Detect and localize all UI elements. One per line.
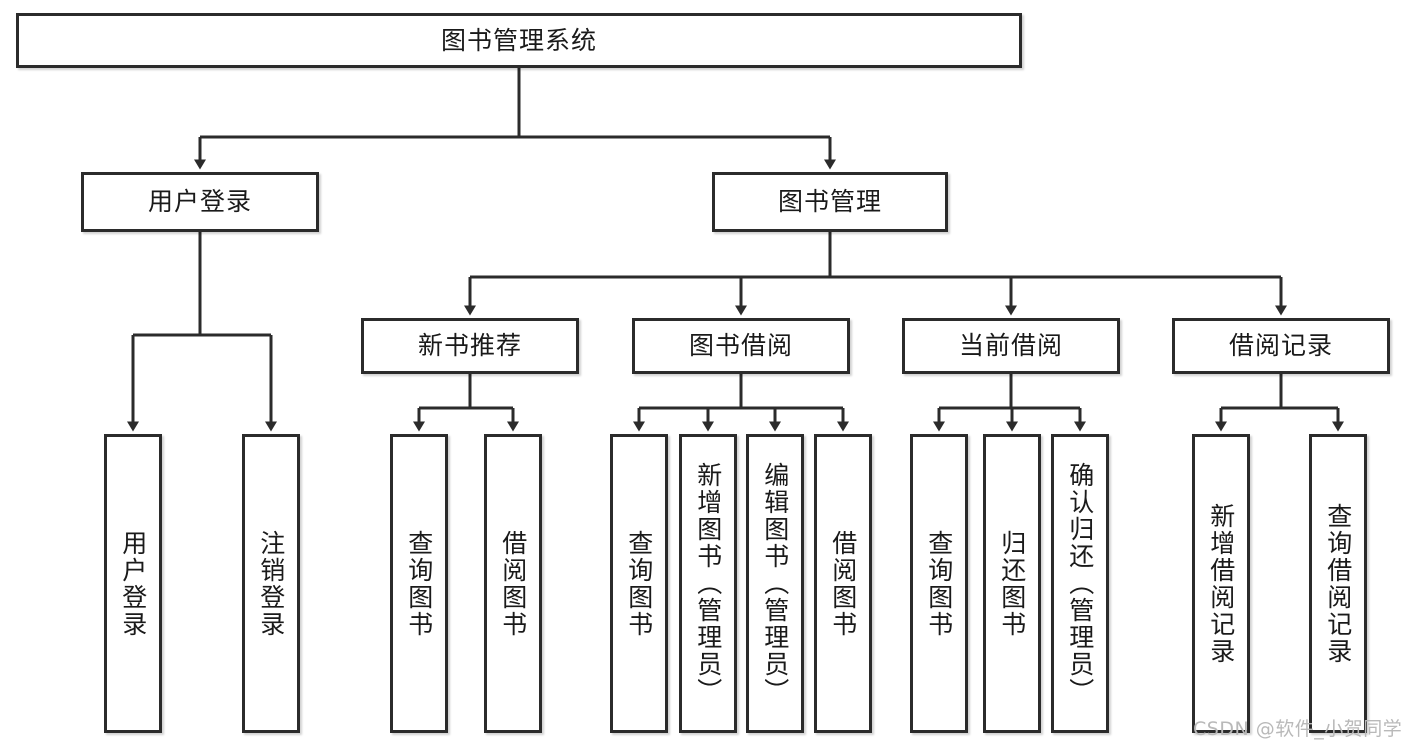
node-leaf-rec-add[interactable]: 新增借阅记录	[1192, 434, 1250, 733]
node-root[interactable]: 图书管理系统	[16, 13, 1022, 68]
node-book-manage[interactable]: 图书管理	[712, 172, 948, 232]
node-leaf-rec-borrow[interactable]: 借阅图书	[484, 434, 542, 733]
node-book-borrow[interactable]: 图书借阅	[632, 318, 850, 374]
node-leaf-borrow-query[interactable]: 查询图书	[610, 434, 668, 733]
node-label: 图书管理	[777, 187, 882, 217]
node-current-borrow[interactable]: 当前借阅	[902, 318, 1120, 374]
node-leaf-user-logout[interactable]: 注销登录	[242, 434, 300, 733]
node-leaf-borrow-edit[interactable]: 编辑图书（管理员）	[746, 434, 804, 733]
node-user-login[interactable]: 用户登录	[81, 172, 319, 232]
node-label: 当前借阅	[958, 331, 1063, 361]
node-label: 查询图书	[624, 529, 654, 638]
node-leaf-borrow-lend[interactable]: 借阅图书	[814, 434, 872, 733]
node-leaf-cur-query[interactable]: 查询图书	[910, 434, 968, 733]
node-label: 借阅记录	[1228, 331, 1333, 361]
node-label: 图书借阅	[688, 331, 793, 361]
node-leaf-rec-query[interactable]: 查询图书	[390, 434, 448, 733]
node-new-book-rec[interactable]: 新书推荐	[361, 318, 579, 374]
node-label: 用户登录	[118, 529, 148, 638]
node-label: 查询图书	[924, 529, 954, 638]
node-label: 归还图书	[997, 529, 1027, 638]
node-label: 借阅图书	[828, 529, 858, 638]
node-leaf-cur-return[interactable]: 归还图书	[983, 434, 1041, 733]
node-label: 查询借阅记录	[1323, 502, 1353, 665]
node-leaf-user-login[interactable]: 用户登录	[104, 434, 162, 733]
node-label: 编辑图书（管理员）	[760, 462, 790, 705]
node-leaf-cur-confirm[interactable]: 确认归还（管理员）	[1051, 434, 1109, 733]
node-label: 图书管理系统	[440, 25, 597, 55]
node-leaf-borrow-add[interactable]: 新增图书（管理员）	[679, 434, 737, 733]
node-label: 确认归还（管理员）	[1065, 462, 1095, 705]
node-leaf-rec-query2[interactable]: 查询借阅记录	[1309, 434, 1367, 733]
edge-paths	[127, 68, 1344, 432]
node-label: 查询图书	[404, 529, 434, 638]
node-label: 新书推荐	[417, 331, 522, 361]
node-label: 借阅图书	[498, 529, 528, 638]
node-label: 用户登录	[147, 187, 252, 217]
node-label: 新增借阅记录	[1206, 502, 1236, 665]
node-label: 新增图书（管理员）	[693, 462, 723, 705]
node-borrow-record[interactable]: 借阅记录	[1172, 318, 1390, 374]
node-label: 注销登录	[256, 529, 286, 638]
